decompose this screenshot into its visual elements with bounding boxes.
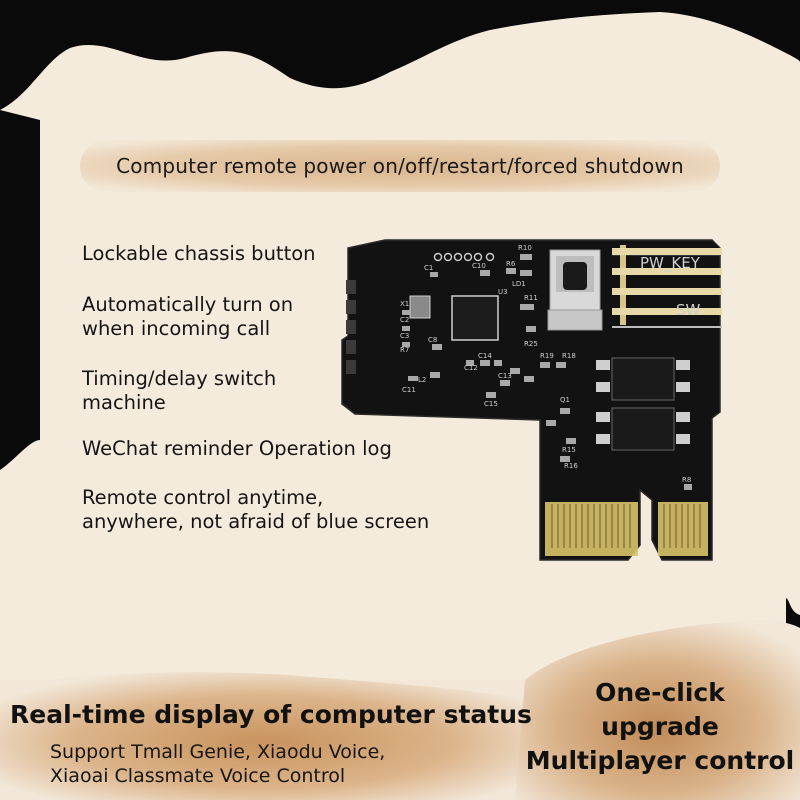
feature-line: Remote control anytime, xyxy=(82,486,324,509)
silk-label: R15 xyxy=(562,446,576,454)
feature-item: Remote control anytime, anywhere, not af… xyxy=(82,486,429,534)
upgrade-multiplayer-text: One-click upgrade Multiplayer control xyxy=(520,676,800,778)
feature-item: Lockable chassis button xyxy=(82,242,316,266)
silk-label: R25 xyxy=(524,340,538,348)
header-pins: PW_KEY SW xyxy=(612,245,722,328)
feature-line: when incoming call xyxy=(82,317,271,340)
silk-label: L2 xyxy=(418,376,426,384)
silk-label: R19 xyxy=(540,352,554,360)
feature-line: Timing/delay switch xyxy=(82,367,277,390)
right-line: One-click xyxy=(595,678,725,707)
voice-support-text: Support Tmall Genie, Xiaodu Voice, Xiaoa… xyxy=(50,740,385,788)
feature-line: Automatically turn on xyxy=(82,293,294,316)
header-label-sw: SW xyxy=(676,301,701,319)
feature-line: Lockable chassis button xyxy=(82,242,316,265)
relays xyxy=(596,357,690,451)
silk-label: X1 xyxy=(400,300,409,308)
pin-holes xyxy=(433,252,495,262)
feature-line: anywhere, not afraid of blue screen xyxy=(82,510,430,533)
silk-label: C1 xyxy=(424,264,433,272)
silk-label: R10 xyxy=(518,244,532,252)
right-line: Multiplayer control xyxy=(525,746,795,775)
silk-label: R16 xyxy=(564,462,578,470)
voice-support-line: Xiaoai Classmate Voice Control xyxy=(50,765,346,787)
mcu-chip xyxy=(451,295,499,341)
status-display-title: Real-time display of computer status xyxy=(10,700,532,729)
gold-fingers xyxy=(545,502,708,556)
edge-pads xyxy=(346,280,356,374)
tactile-switch xyxy=(547,249,603,331)
silk-label: R6 xyxy=(506,260,516,268)
silk-label: R7 xyxy=(400,346,409,354)
silk-label: C14 xyxy=(478,352,492,360)
silk-label: C15 xyxy=(484,400,498,408)
silk-label: C12 xyxy=(464,364,478,372)
smd-components xyxy=(402,254,692,490)
silk-label: C8 xyxy=(428,336,437,344)
silk-label: R11 xyxy=(524,294,538,302)
silk-label: R8 xyxy=(682,476,691,484)
silkscreen-labels: R10 R6 LD1 C1 C10 U3 R11 X1 C2 C3 C8 R7 … xyxy=(400,244,691,484)
right-line: upgrade xyxy=(601,712,719,741)
feature-line: WeChat reminder Operation log xyxy=(82,437,392,460)
silk-label: C11 xyxy=(402,386,416,394)
voice-support-line: Support Tmall Genie, Xiaodu Voice, xyxy=(50,741,386,763)
feature-item: Timing/delay switch machine xyxy=(82,367,276,415)
header-label-pwkey: PW_KEY xyxy=(640,254,701,273)
silk-label: C2 xyxy=(400,316,409,324)
silk-label: LD1 xyxy=(512,280,526,288)
feature-item: Automatically turn on when incoming call xyxy=(82,293,293,341)
silk-label: R18 xyxy=(562,352,576,360)
feature-line: machine xyxy=(82,391,166,414)
crystal xyxy=(409,295,431,319)
silk-label: Q1 xyxy=(560,396,570,404)
header-pill: Computer remote power on/off/restart/for… xyxy=(80,140,720,192)
silk-label: U3 xyxy=(498,288,508,296)
silk-label: C10 xyxy=(472,262,486,270)
silk-label: C13 xyxy=(498,372,512,380)
silk-label: C3 xyxy=(400,332,409,340)
feature-item: WeChat reminder Operation log xyxy=(82,437,392,461)
